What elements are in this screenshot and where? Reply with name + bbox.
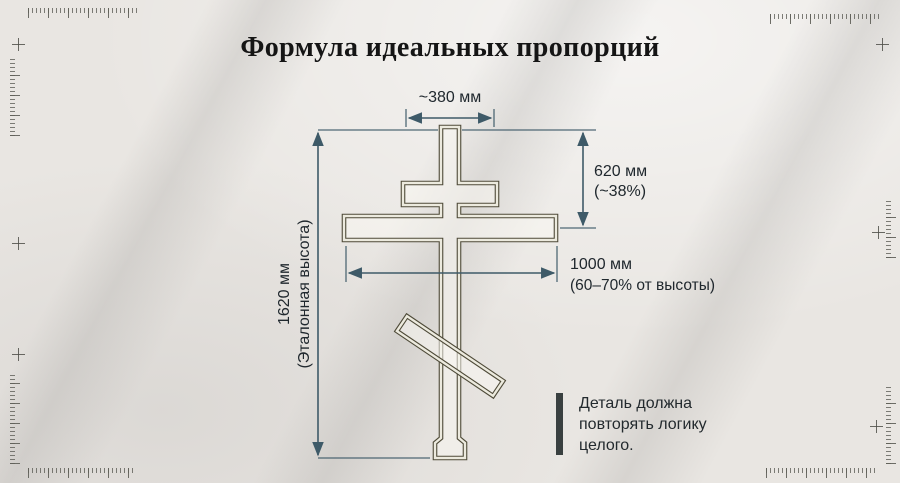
dim-top-width-label: ~380 мм	[419, 89, 481, 106]
registration-mark-bottom-left	[12, 348, 25, 361]
note-text: Деталь должна повторять логику целого.	[579, 393, 707, 456]
dim-total-height-caption: (Эталонная высота)	[296, 219, 313, 368]
registration-mark-top-right	[876, 38, 889, 51]
dim-upper-height: 620 мм (~38%)	[462, 129, 647, 229]
dim-crossbar-width-value: 1000 мм	[570, 256, 632, 273]
cross-slant-bar-inner-line	[395, 314, 505, 398]
dim-crossbar-width: 1000 мм (60–70% от высоты)	[345, 246, 715, 294]
dim-top-width: ~380 мм	[405, 89, 495, 127]
ruler-right-bottom	[886, 386, 896, 464]
note-line-2: повторять логику	[579, 416, 707, 433]
orthodox-cross	[341, 124, 559, 461]
page-title: Формула идеальных пропорций	[240, 32, 660, 63]
ruler-top-left	[28, 8, 140, 18]
ruler-bottom-right	[766, 468, 878, 478]
ruler-right-middle	[886, 200, 896, 258]
dim-crossbar-width-percent: (60–70% от высоты)	[570, 277, 715, 294]
dim-upper-height-percent: (~38%)	[594, 183, 646, 200]
ruler-left-top	[10, 56, 20, 136]
cross-body	[341, 124, 559, 461]
ruler-top-right	[770, 14, 882, 24]
dim-total-height-value: 1620 мм	[276, 263, 293, 325]
ruler-left-bottom	[10, 372, 20, 464]
registration-mark-top-left	[12, 38, 25, 51]
note-line-3: целого.	[579, 437, 634, 454]
cross-body-inner-line	[342, 125, 558, 460]
dim-upper-height-value: 620 мм	[594, 163, 647, 180]
registration-mark-bottom-right	[870, 420, 883, 433]
note-callout: Деталь должна повторять логику целого.	[556, 393, 707, 456]
registration-mark-right-middle	[872, 226, 885, 239]
registration-mark-left-middle	[12, 237, 25, 250]
note-line-1: Деталь должна	[579, 395, 693, 412]
ruler-bottom-left	[28, 468, 136, 478]
note-accent-bar	[556, 393, 563, 455]
dim-total-height: 1620 мм (Эталонная высота)	[276, 129, 438, 459]
